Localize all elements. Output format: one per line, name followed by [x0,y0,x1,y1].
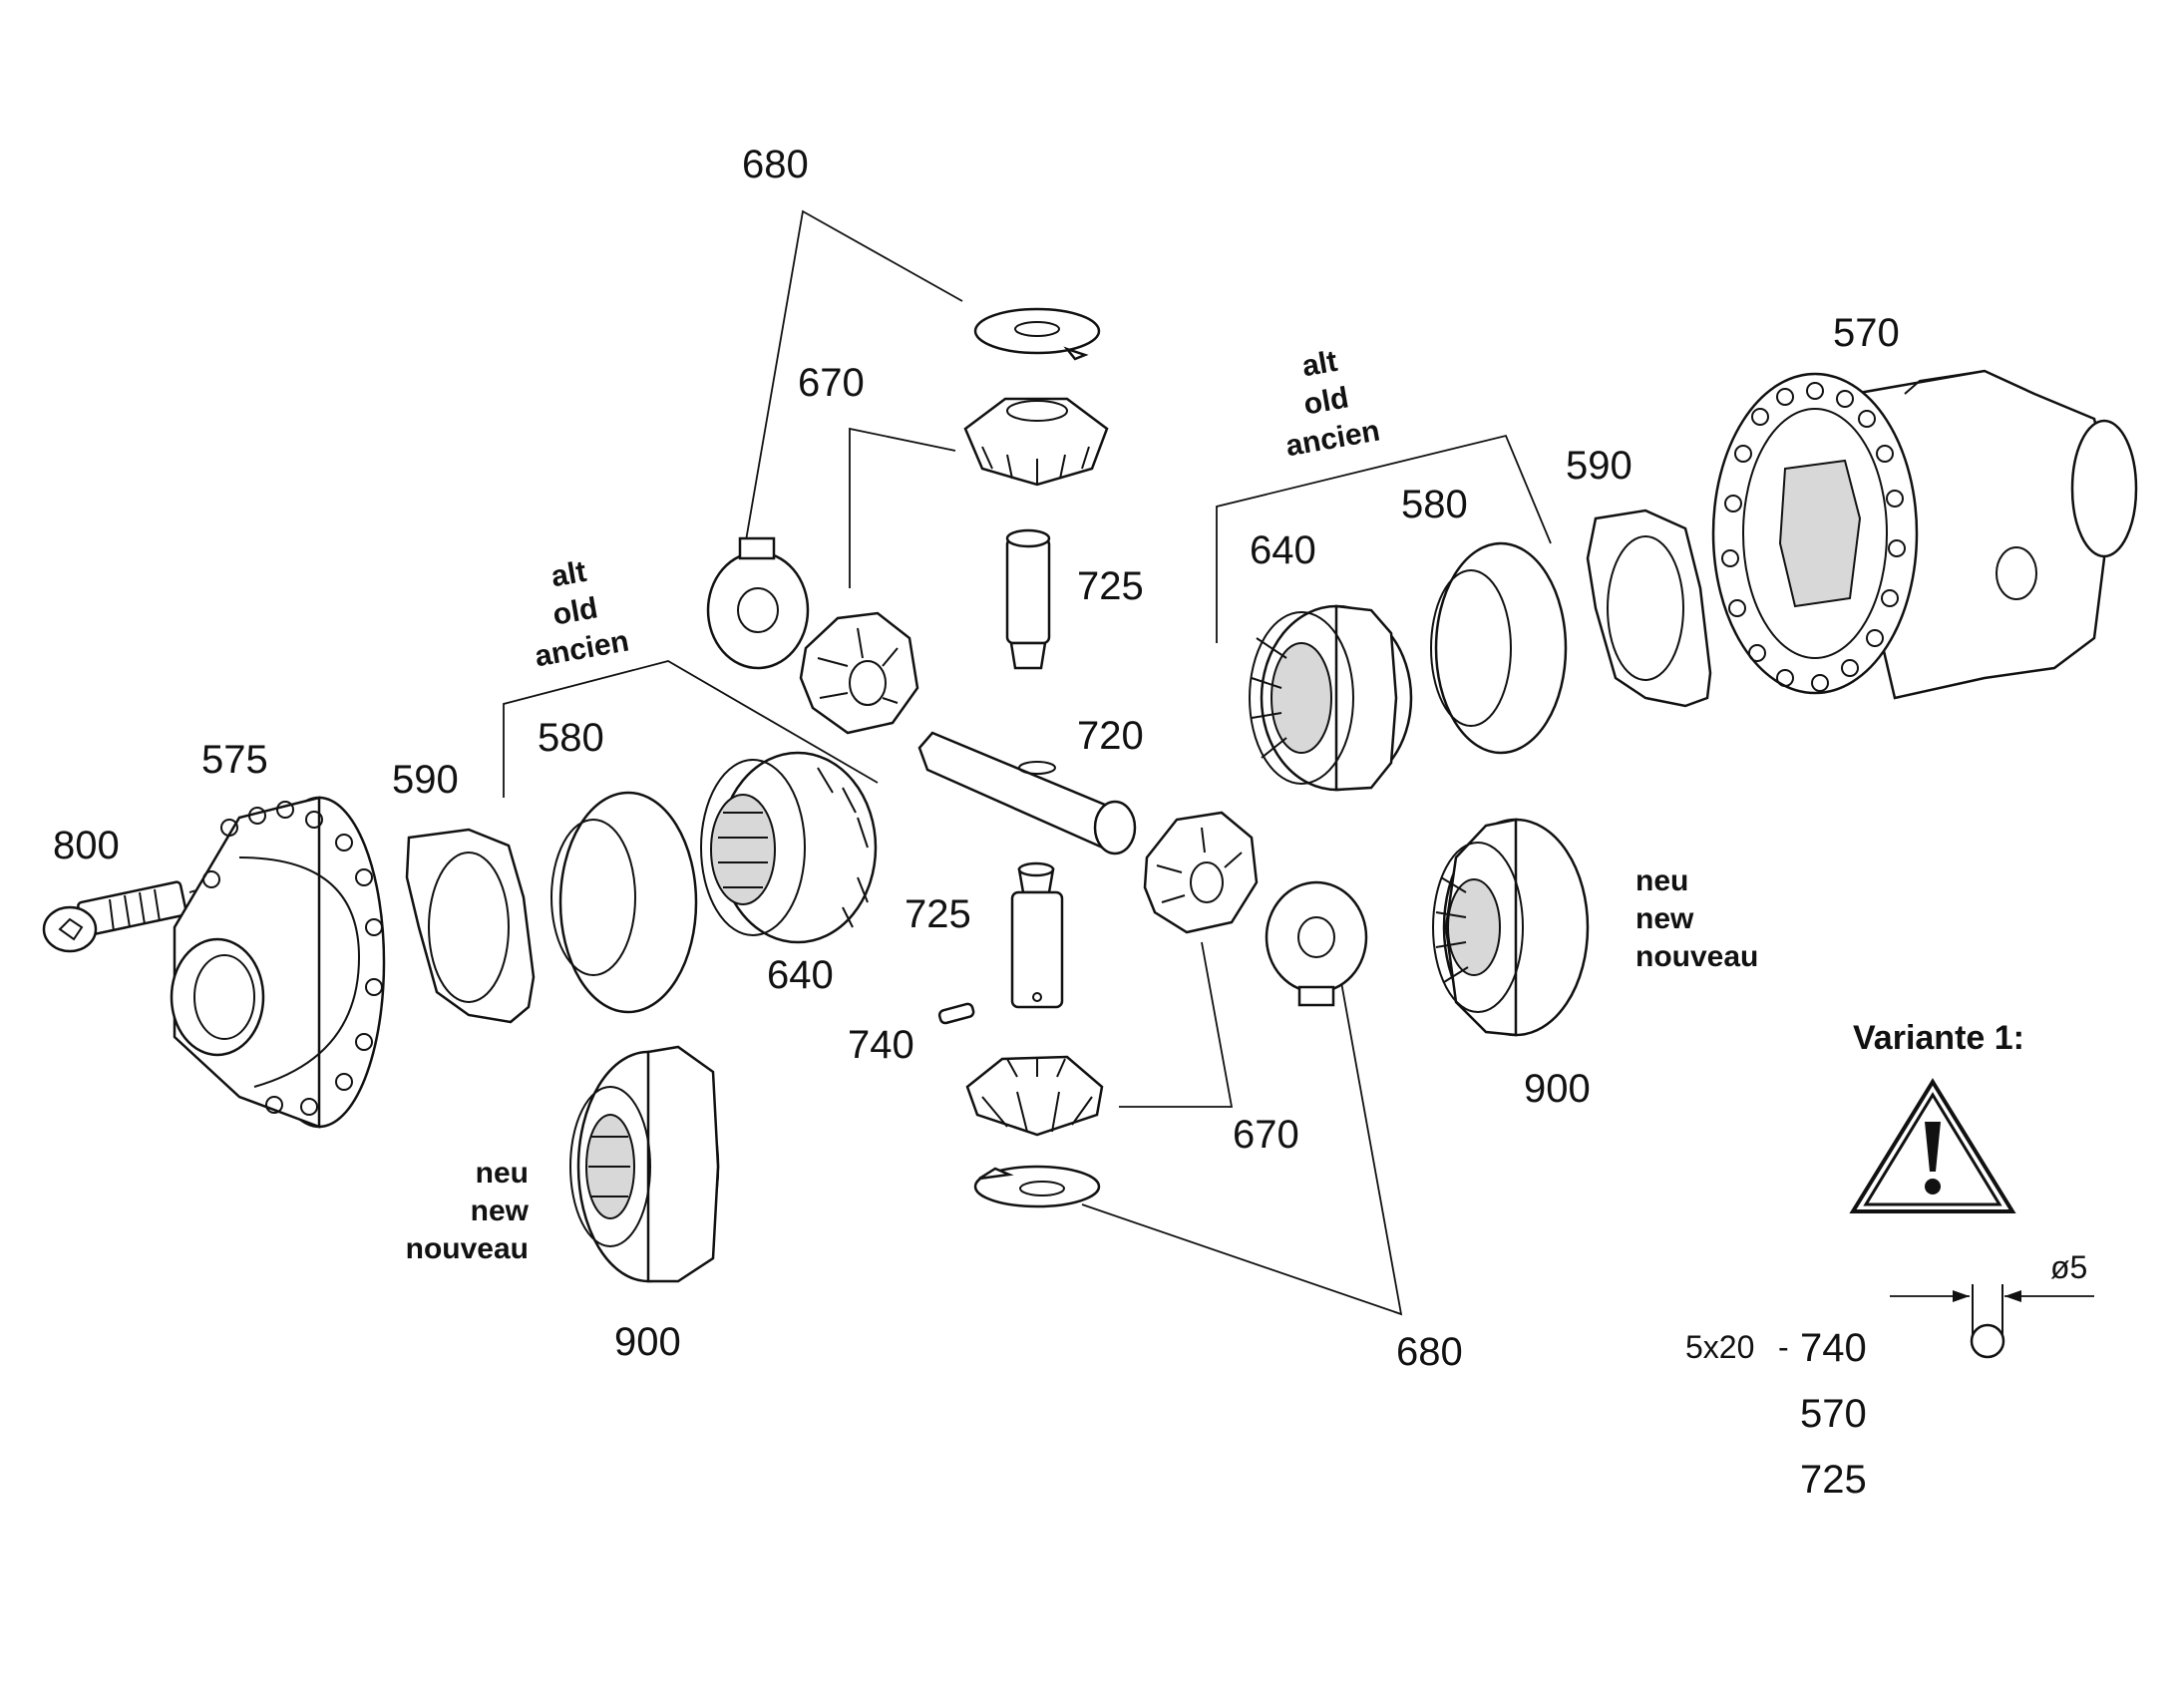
variant-item-740: 740 [1800,1326,1867,1370]
part-680-top-label: 680 [742,143,809,186]
part-740-label: 740 [848,1023,914,1067]
part-670-bottom-label: 670 [1233,1113,1299,1157]
part-575-label: 575 [201,738,268,782]
part-590-right-label: 590 [1566,444,1633,488]
part-580-left-label: 580 [538,716,604,760]
side-gear-left [700,751,878,944]
bearing-ring-right [1430,541,1568,755]
pin-dimension-sketch [1890,1284,2094,1359]
variant-size: 5x20 [1685,1329,1755,1365]
part-590-left-label: 590 [392,758,459,802]
shim-plate-right [1586,509,1712,708]
thrust-washer-top [973,307,1101,361]
thrust-washer-bottom [973,1165,1101,1208]
pin-bottom [1010,861,1064,1009]
part-570-top-label: 570 [1833,311,1900,355]
part-640-right-label: 640 [1250,528,1316,572]
part-900-left-label: 900 [614,1320,681,1364]
pinion-gear-top [963,397,1109,487]
note-new-left: neu new nouveau [405,1157,529,1265]
part-725-bottom-label: 725 [905,892,971,936]
pinion-gear-bottom [965,1055,1104,1137]
part-680-bottom-label: 680 [1396,1330,1463,1374]
part-800-label: 800 [53,824,120,867]
shim-plate-left [405,828,536,1024]
pin-top [1005,528,1051,670]
cap-screw [42,880,187,953]
note-old-right: alt old ancien [1282,344,1383,464]
side-gear-right [1249,604,1413,792]
side-gear-bearing-right [1432,818,1590,1037]
tab-washer-left [706,536,810,670]
pinion-gear-mid-right [1143,811,1259,934]
side-gear-bearing-left [569,1045,720,1283]
variant-diameter: ø5 [2050,1249,2088,1285]
differential-housing [1711,369,2138,700]
note-old-left: alt old ancien [532,554,632,674]
roll-pin [937,1002,975,1025]
leader-lines [188,209,1552,1316]
variant-item-570: 570 [1800,1392,1867,1436]
warning-triangle-icon [1849,1078,2016,1213]
pinion-gear-mid-left [799,611,919,735]
part-725-top-label: 725 [1077,564,1144,608]
variant-title: Variante 1: [1853,1019,2024,1057]
tab-washer-right [1265,880,1368,1007]
variant-dash: - [1778,1329,1789,1365]
part-640-left-label: 640 [767,953,834,997]
note-new-right: neu new nouveau [1635,864,1759,973]
cross-shaft [917,731,1137,855]
part-900-right-label: 900 [1524,1067,1591,1111]
flange-cover [170,796,386,1129]
part-580-right-label: 580 [1401,483,1468,526]
bearing-ring-left [550,791,698,1014]
part-720-label: 720 [1077,714,1144,758]
part-670-top-label: 670 [798,361,865,405]
variant-item-725: 725 [1800,1458,1867,1502]
